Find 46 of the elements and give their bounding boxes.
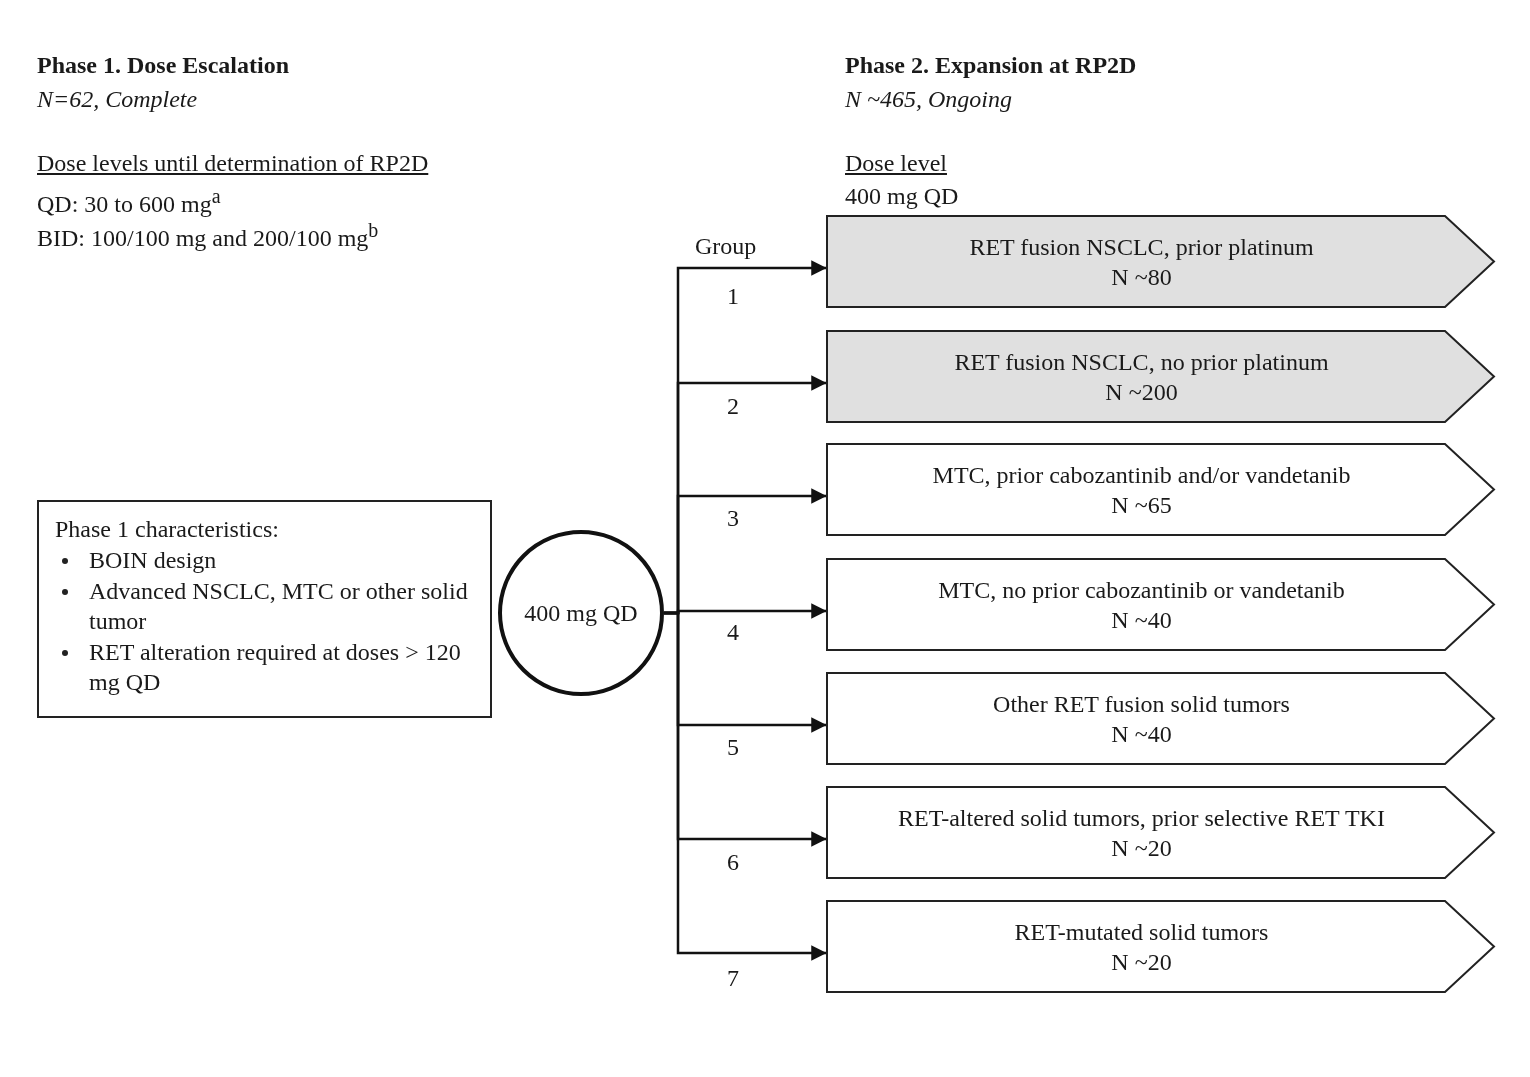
- section-heading: Phase 1. Dose Escalation: [37, 51, 289, 80]
- cohort-arrow-box: [826, 786, 1495, 879]
- group-number: 6: [727, 848, 739, 877]
- dose-note: BID: 100/100 mg and 200/100 mg$^{b}$: [37, 218, 379, 253]
- cohort-name: RET fusion NSCLC, no prior platinum: [954, 347, 1329, 377]
- group-number: 4: [727, 618, 739, 647]
- sample-size: N ~40: [1111, 605, 1172, 635]
- bullet-text: Advanced NSCLC, MTC or other solid tumor: [89, 577, 469, 636]
- underlined-heading: Dose levels until determination of RP2D: [37, 149, 429, 178]
- cohort-name: MTC, prior cabozantinib and/or vandetanib: [932, 460, 1351, 490]
- sample-size: N ~200: [1105, 377, 1178, 407]
- status-note: N ~465, Ongoing: [845, 85, 1012, 114]
- sample-size: N ~20: [1111, 833, 1172, 863]
- box-heading: Phase 1 characteristics:: [55, 515, 280, 544]
- dose-circle: [498, 530, 664, 696]
- bullet-text: RET alteration required at doses > 120 mg QD: [89, 638, 462, 697]
- cohort-name: MTC, no prior cabozantinib or vandetanib: [938, 575, 1345, 605]
- cohort-name: RET-altered solid tumors, prior selective RET TKI: [898, 803, 1385, 833]
- cohort-arrow-box: [826, 443, 1495, 536]
- cohort-name: RET fusion NSCLC, prior platinum: [969, 232, 1314, 262]
- circle-label: 400 mg QD: [524, 599, 638, 628]
- cohort-arrow-box: [826, 558, 1495, 651]
- group-number: 3: [727, 504, 739, 533]
- sample-size: N ~20: [1111, 947, 1172, 977]
- dose-note: QD: 30 to 600 mg$^{a}$: [37, 184, 221, 219]
- sample-size: N ~40: [1111, 719, 1172, 749]
- underlined-heading: Dose level: [845, 149, 947, 178]
- group-number: 7: [727, 964, 739, 993]
- cohort-arrow-box: [826, 330, 1495, 423]
- cohort-name: Other RET fusion solid tumors: [993, 689, 1290, 719]
- sample-size: N ~80: [1111, 262, 1172, 292]
- group-number: 2: [727, 392, 739, 421]
- cohort-arrow-box: [826, 215, 1495, 308]
- group-number: 5: [727, 733, 739, 762]
- bullet-text: BOIN design: [89, 546, 218, 575]
- branch-arrow: [664, 611, 827, 961]
- cohort-arrow-box: [826, 672, 1495, 765]
- column-heading: Group: [695, 232, 757, 261]
- section-heading: Phase 2. Expansion at RP2D: [845, 51, 1137, 80]
- dose-note: 400 mg QD: [845, 182, 959, 211]
- sample-size: N ~65: [1111, 490, 1172, 520]
- characteristics-box: [37, 500, 492, 718]
- status-note: N=62, Complete: [37, 85, 198, 114]
- cohort-arrow-box: [826, 900, 1495, 993]
- group-number: 1: [727, 282, 739, 311]
- cohort-name: RET-mutated solid tumors: [1014, 917, 1269, 947]
